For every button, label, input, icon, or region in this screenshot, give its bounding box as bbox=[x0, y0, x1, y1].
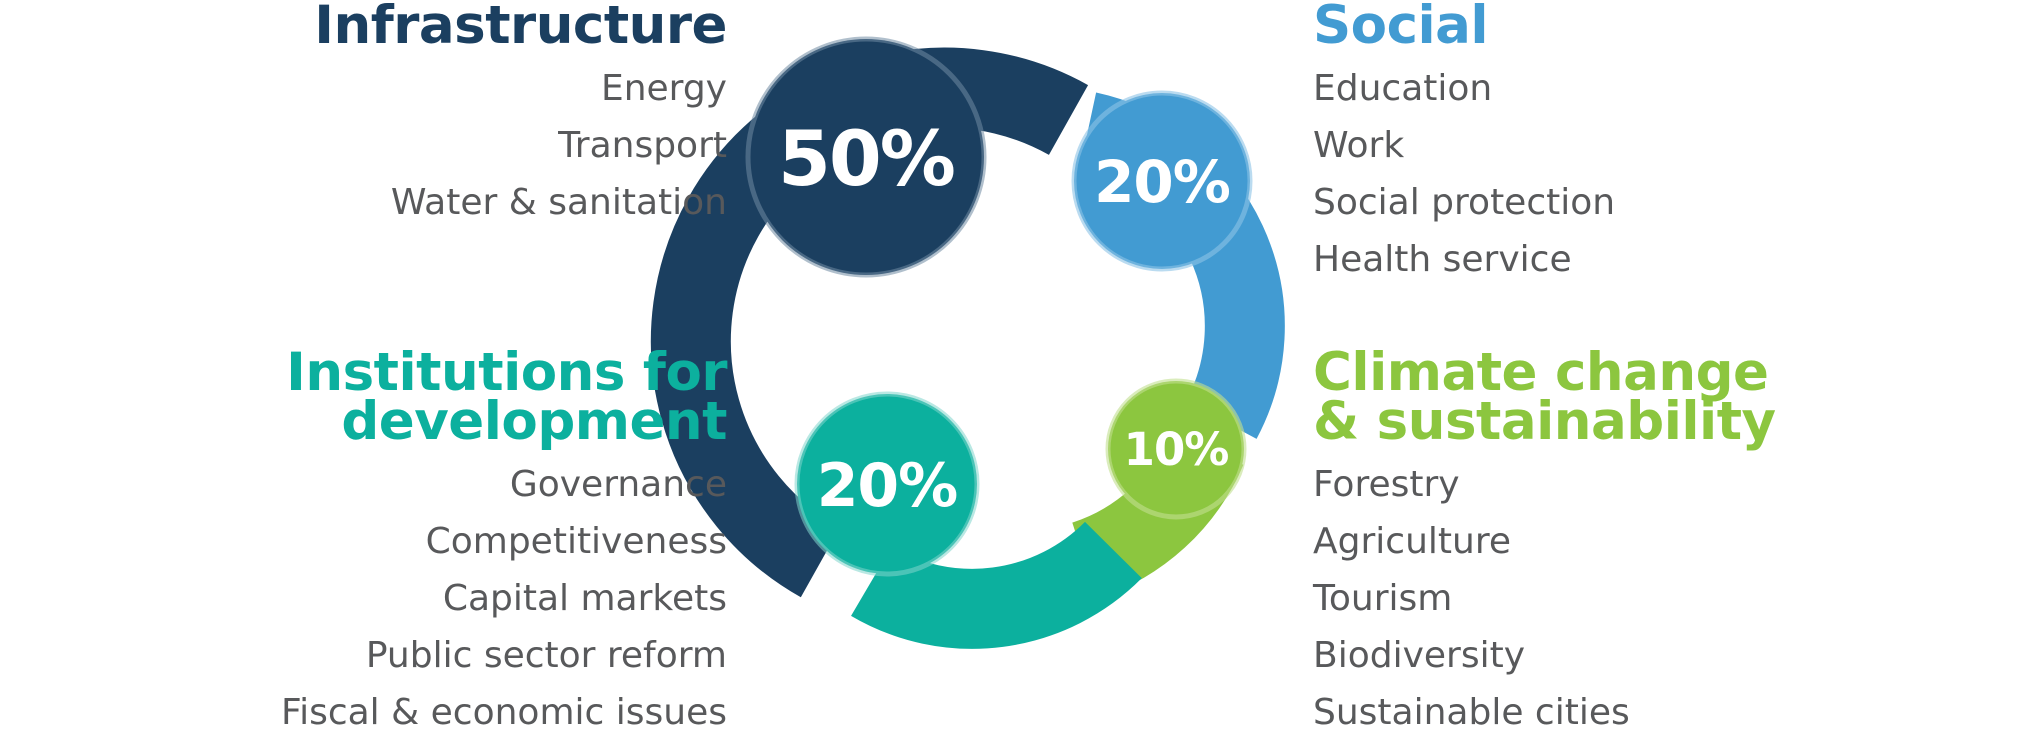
institutions-list: Governance Competitiveness Capital marke… bbox=[187, 456, 727, 741]
list-item: Work bbox=[1313, 125, 1405, 166]
climate-list: Forestry Agriculture Tourism Biodiversit… bbox=[1313, 456, 1853, 741]
institutions-percent: 20% bbox=[817, 451, 958, 521]
infrastructure-list: Energy Transport Water & sanitation bbox=[187, 60, 727, 231]
climate-circle bbox=[1105, 378, 1247, 520]
infrastructure-circle bbox=[745, 36, 987, 278]
institutions-group: Institutions for development Governance … bbox=[187, 346, 728, 741]
institutions-title: Institutions for development bbox=[187, 346, 727, 448]
list-item: Forestry bbox=[1313, 464, 1460, 505]
list-item: Capital markets bbox=[442, 578, 727, 619]
institutions-title-line1: Institutions for bbox=[286, 342, 727, 403]
list-item: Agriculture bbox=[1313, 521, 1511, 562]
list-item: Competitiveness bbox=[425, 521, 727, 562]
list-item: Governance bbox=[509, 464, 727, 505]
institutions-title-line2: development bbox=[341, 391, 727, 452]
list-item: Sustainable cities bbox=[1313, 692, 1630, 733]
infrastructure-group: Infrastructure Energy Transport Water & … bbox=[187, 0, 727, 231]
list-item: Health service bbox=[1313, 239, 1572, 280]
social-circle bbox=[1071, 90, 1253, 272]
social-group: Social Education Work Social protection … bbox=[1313, 0, 1853, 288]
list-item: Social protection bbox=[1313, 182, 1616, 223]
list-item: Energy bbox=[600, 68, 727, 109]
list-item: Fiscal & economic issues bbox=[280, 692, 727, 733]
climate-title: Climate change & sustainability bbox=[1313, 346, 1853, 448]
list-item: Tourism bbox=[1313, 578, 1453, 619]
climate-percent: 10% bbox=[1124, 423, 1229, 476]
social-title: Social bbox=[1313, 0, 1489, 56]
infrastructure-title: Infrastructure bbox=[314, 0, 727, 56]
list-item: Education bbox=[1313, 68, 1493, 109]
infrastructure-percent: 50% bbox=[778, 114, 954, 203]
climate-title-line2: & sustainability bbox=[1313, 391, 1776, 452]
social-percent: 20% bbox=[1094, 148, 1230, 216]
climate-title-line1: Climate change bbox=[1313, 342, 1769, 403]
list-item: Water & sanitation bbox=[390, 182, 727, 223]
social-list: Education Work Social protection Health … bbox=[1313, 60, 1853, 288]
institutions-circle bbox=[794, 391, 980, 577]
list-item: Public sector reform bbox=[365, 635, 727, 676]
list-item: Biodiversity bbox=[1313, 635, 1526, 676]
list-item: Transport bbox=[558, 125, 727, 166]
ring-arc-institutions bbox=[851, 521, 1142, 649]
climate-group: Climate change & sustainability Forestry… bbox=[1313, 346, 1853, 741]
